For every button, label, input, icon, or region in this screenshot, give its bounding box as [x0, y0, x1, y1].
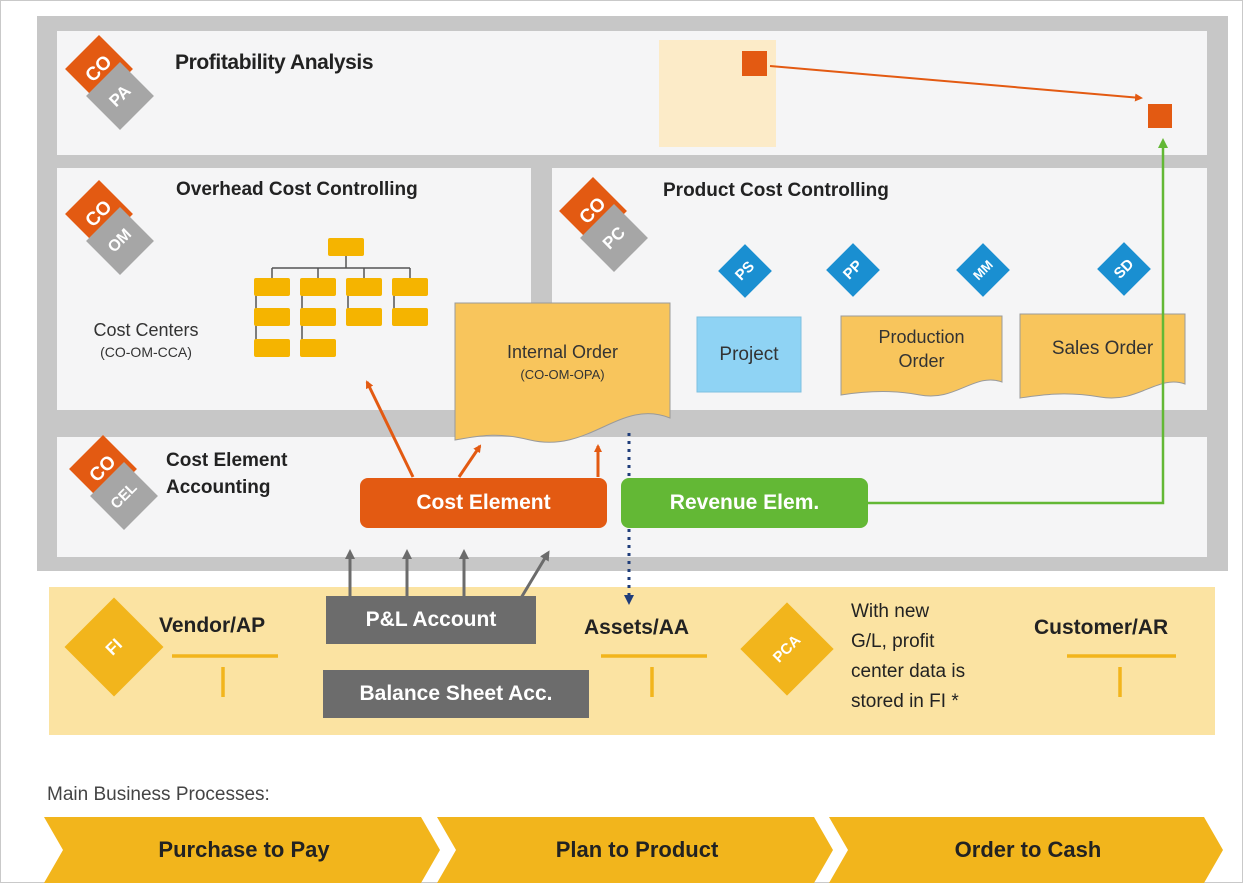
- pca-note-line4: stored in FI *: [851, 691, 959, 712]
- copc-title: Product Cost Controlling: [663, 180, 889, 201]
- internal-order-label-line2: (CO-OM-OPA): [520, 367, 605, 382]
- cost-element-to-internal-order-arrow: [457, 444, 482, 478]
- production-order-document-shape: [840, 315, 1003, 397]
- pca-note-line1: With new: [851, 601, 930, 622]
- assets-aa-label: Assets/AA: [584, 616, 690, 639]
- copa-title: Profitability Analysis: [175, 51, 374, 74]
- revenue-element-box: Revenue Elem.: [621, 478, 868, 528]
- internal-order-label: Internal Order (CO-OM-OPA): [455, 342, 670, 382]
- customer-t-account-icon: [1067, 654, 1176, 697]
- sd-badge-icon: SD: [1097, 242, 1151, 296]
- order-to-cash-chevron: [829, 817, 1223, 883]
- sales-order-label: Sales Order: [1051, 338, 1154, 359]
- cost-center-hierarchy-icon: [254, 238, 428, 357]
- project-label: Project: [719, 343, 779, 365]
- coom-panel: [57, 168, 531, 410]
- coom-title: Overhead Cost Controlling: [176, 179, 418, 200]
- vendor-ap-label: Vendor/AP: [159, 614, 266, 637]
- cost-centers-label-line2: (CO-OM-CCA): [100, 344, 192, 360]
- vendor-t-account-icon: [172, 654, 278, 697]
- production-order-label: Production Order: [841, 325, 1002, 373]
- revenue-to-copa-arrow: [868, 138, 1168, 505]
- pp-badge-icon: PP: [826, 243, 880, 297]
- cost-centers-label: Cost Centers (CO-OM-CCA): [86, 320, 206, 360]
- production-order-label-line2: Order: [898, 351, 945, 371]
- copa-segment-marker-start: [742, 51, 767, 76]
- customer-ar-label: Customer/AR: [1034, 616, 1169, 639]
- pl-account-box: P&L Account: [326, 596, 536, 644]
- cocel-badge-icon: CO CEL: [69, 435, 158, 530]
- purchase-to-pay-chevron: [44, 817, 440, 883]
- production-order-label-line1: Production: [878, 327, 965, 347]
- processes-heading: Main Business Processes:: [47, 784, 270, 805]
- process-order-to-cash: Order to Cash: [954, 837, 1102, 862]
- pca-note: With new G/L, profit center data is stor…: [851, 597, 965, 717]
- cocel-title-line1: Cost Element: [166, 450, 288, 471]
- sales-order-document-shape: [1019, 313, 1186, 399]
- copc-badge-icon: CO PC: [559, 177, 648, 272]
- pl-to-revenue-element-arrow: [519, 550, 550, 599]
- project-box: [696, 316, 802, 393]
- cost-element-to-cost-centers-arrow: [365, 380, 415, 478]
- internal-order-label-line1: Internal Order: [506, 342, 619, 362]
- copa-badge-icon: CO PA: [65, 35, 154, 130]
- ps-badge-icon: PS: [718, 244, 772, 298]
- cost-element-box: Cost Element: [360, 478, 607, 528]
- pca-badge-icon: PCA: [740, 602, 834, 696]
- plan-to-product-chevron: [437, 817, 833, 883]
- coom-badge-icon: CO OM: [65, 180, 154, 275]
- cocel-title: Cost Element Accounting: [166, 447, 287, 501]
- process-plan-to-product: Plan to Product: [555, 837, 719, 862]
- fi-badge-icon: FI: [64, 597, 164, 697]
- copa-panel: [57, 31, 1207, 155]
- cost-centers-label-line1: Cost Centers: [93, 320, 199, 340]
- copa-flow-arrow: [769, 65, 1143, 102]
- assets-t-account-icon: [601, 654, 707, 697]
- mm-badge-icon: MM: [956, 243, 1010, 297]
- fi-band: [49, 587, 1215, 735]
- process-purchase-to-pay: Purchase to Pay: [158, 837, 330, 862]
- internal-order-document-shape: [454, 302, 671, 443]
- cocel-title-line2: Accounting: [166, 477, 271, 498]
- pca-note-line2: G/L, profit: [851, 631, 935, 652]
- pca-note-line3: center data is: [851, 661, 966, 682]
- copa-segment-marker-end: [1148, 104, 1172, 128]
- balance-sheet-account-box: Balance Sheet Acc.: [323, 670, 589, 718]
